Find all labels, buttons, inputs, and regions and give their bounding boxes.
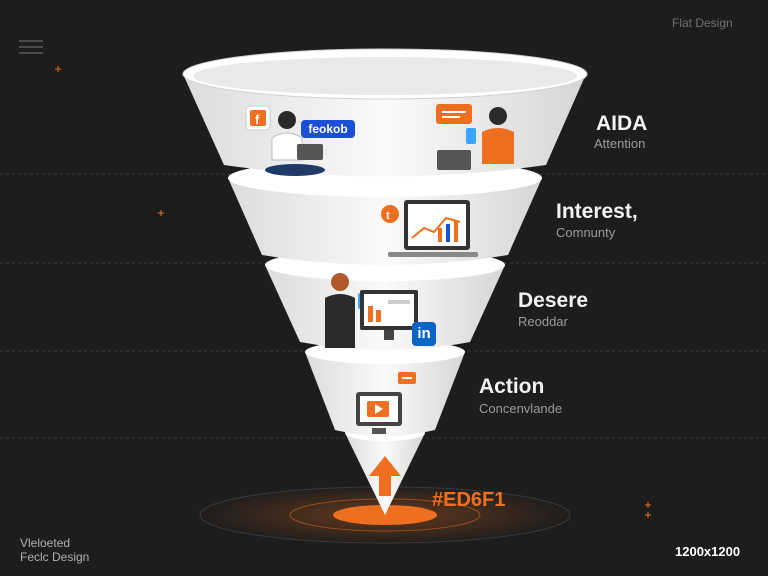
plus-marks (55, 66, 651, 518)
stage-1-subtitle: Attention (594, 136, 646, 151)
stage-4-title: Action (479, 375, 545, 398)
stage-3-title: Desere (518, 289, 589, 312)
brand-line-1: Vleloeted (20, 536, 71, 550)
corner-label: Flat Design (672, 16, 733, 30)
feedback-bubble (301, 120, 355, 138)
stage-2-subtitle: Comnunty (556, 225, 616, 240)
chat-bubble-small-icon (398, 372, 416, 384)
brand-line-2: Feclc Design (20, 550, 90, 564)
linkedin-label: in (417, 325, 431, 342)
arrow-up-icon (369, 456, 401, 496)
stage-3-subtitle: Reoddar (518, 314, 568, 329)
facebook-icon: f (245, 105, 271, 131)
linkedin-icon (412, 322, 436, 346)
menu-icon[interactable] (19, 40, 43, 54)
funnel-tier-1 (182, 48, 588, 177)
svg-text:t: t (386, 210, 390, 222)
stage-2-title: Interest, (556, 200, 638, 223)
person-with-phone (437, 107, 514, 170)
analytics-monitor (360, 290, 418, 340)
dimensions-label: 1200x1200 (675, 544, 741, 559)
person-with-laptop (265, 111, 325, 176)
chat-bubble-icon (436, 104, 472, 124)
accent-hex-label: #ED6F1 (432, 489, 506, 511)
stage-4-subtitle: Concenvlande (479, 401, 563, 416)
stage-1-title: AIDA (596, 112, 648, 135)
feedback-bubble-label: feokob (308, 122, 348, 136)
svg-text:f: f (255, 112, 260, 127)
brand-block: Vleloeted Feclc Design (20, 536, 89, 564)
video-play-icon (356, 392, 402, 434)
tag-icon: t (381, 205, 399, 223)
chart-monitor (388, 200, 478, 257)
